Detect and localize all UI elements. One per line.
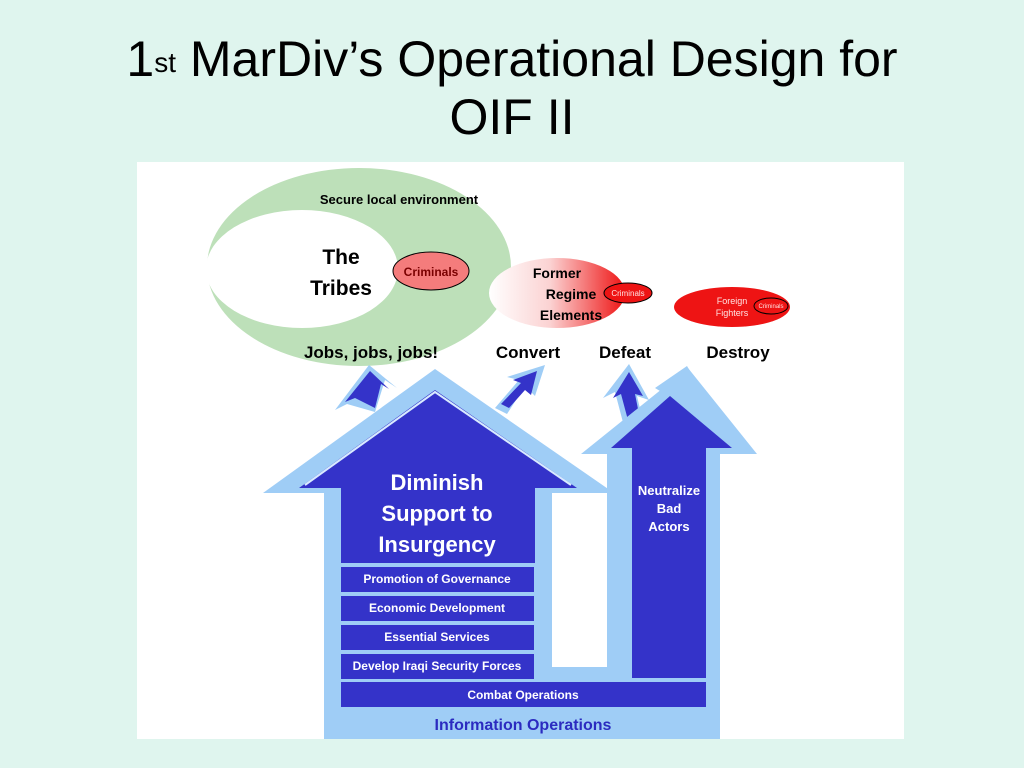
fre-line2: Regime [546,286,597,302]
outcome-jobs: Jobs, jobs, jobs! [304,343,438,362]
lo-security-forces [341,654,534,679]
former-regime-ellipse [489,258,625,328]
house-roof-line [304,390,572,486]
fre-line1: Former [533,265,582,281]
title-prefix: 1 [126,31,155,87]
tribes-label-line2: Tribes [310,277,372,300]
combat-operations-label: Combat Operations [467,688,579,702]
neutralize-arrow [611,396,732,678]
lo-essential-services-label: Essential Services [384,630,490,644]
house-line3: Insurgency [378,532,496,557]
title-line1-rest: MarDiv’s Operational Design for [176,31,898,87]
title-superscript: st [154,47,176,78]
foreign-fighters-ellipse [674,287,790,327]
environment-label: Secure local environment [320,192,479,207]
neutralize-line2: Bad [657,501,682,516]
information-operations-label: Information Operations [435,717,612,734]
lo-economic-label: Economic Development [369,601,505,615]
ff-line1: Foreign [717,296,748,306]
title-line-2: OIF II [449,89,575,145]
lo-governance [341,567,534,592]
ff-line2: Fighters [716,308,749,318]
fre-line3: Elements [540,307,602,323]
outcome-destroy: Destroy [706,343,770,362]
neutralize-line1: Neutralize [638,483,700,498]
house-line1: Diminish [391,470,484,495]
operational-design-diagram: Secure local environment The Tribes Crim… [206,168,790,740]
combat-operations-bar [341,682,706,707]
outcome-defeat: Defeat [599,343,651,362]
ff-criminals-ellipse [753,297,789,315]
tribes-ellipse [206,210,398,328]
arrow-to-convert [495,365,545,414]
lo-governance-label: Promotion of Governance [363,572,511,586]
criminals-label: Criminals [404,265,459,279]
lo-essential-services [341,625,534,650]
lo-security-forces-label: Develop Iraqi Security Forces [353,659,522,673]
neutralize-line3: Actors [648,519,689,534]
slide-title: 1st MarDiv’s Operational Design for OIF … [0,30,1024,146]
lo-economic [341,596,534,621]
ff-criminals-label: Criminals [758,304,783,310]
fre-criminals-label: Criminals [611,289,644,298]
house-roof-fill [299,390,577,563]
criminals-ellipse [392,251,470,291]
tribes-label-line1: The [322,246,359,269]
outcome-convert: Convert [496,343,561,362]
fre-criminals-ellipse [603,282,653,304]
title-line-1: 1st MarDiv’s Operational Design for [0,30,1024,88]
arrow-to-jobs [335,365,397,412]
diagram-panel: Secure local environment The Tribes Crim… [137,162,904,740]
house-line2: Support to [381,501,492,526]
